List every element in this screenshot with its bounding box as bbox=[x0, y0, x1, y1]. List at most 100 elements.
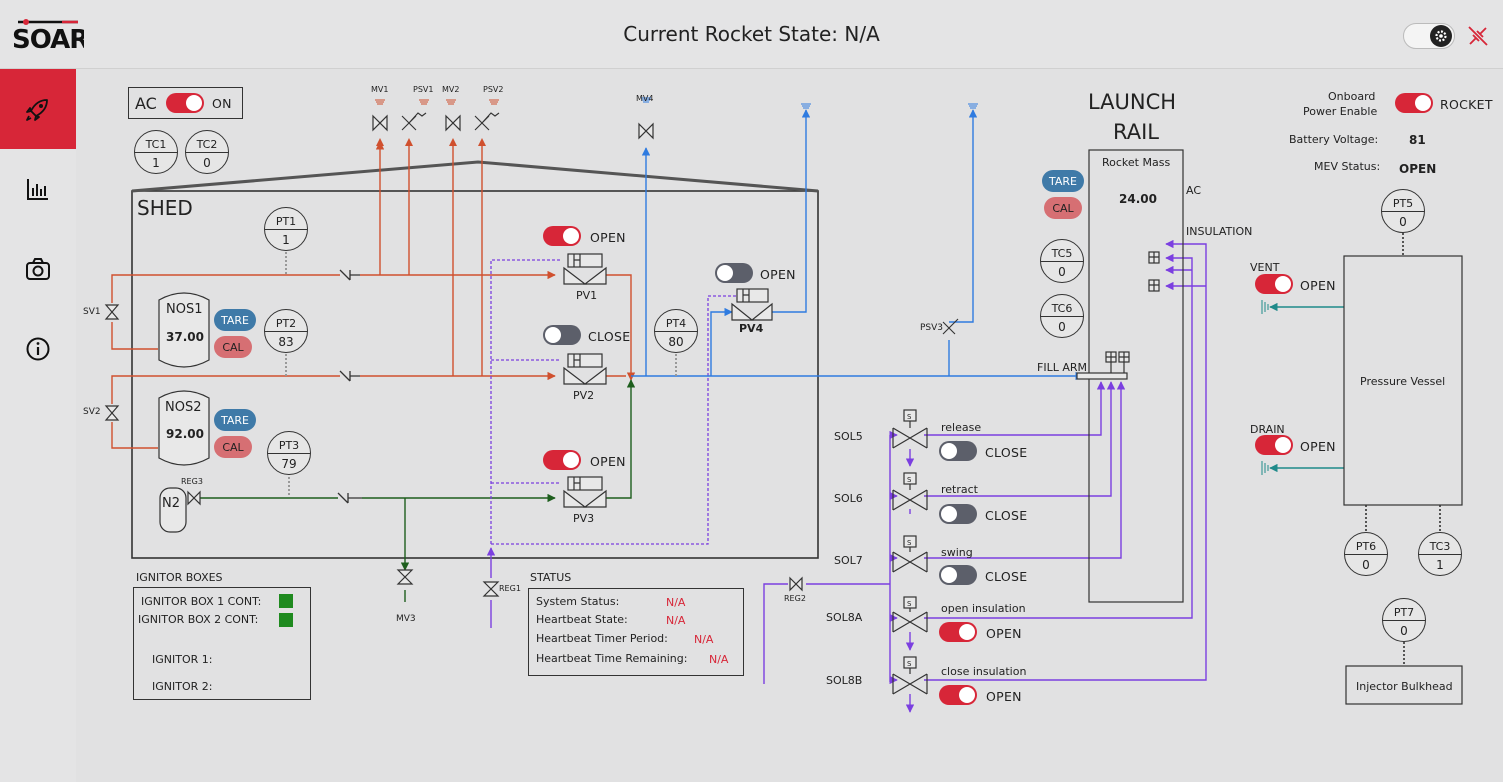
pv1-label: PV1 bbox=[576, 289, 598, 302]
sol8b-label: SOL8B bbox=[826, 674, 863, 687]
drain-toggle[interactable] bbox=[1255, 435, 1293, 455]
tank-nos2-value: 92.00 bbox=[166, 427, 204, 441]
vent-toggle[interactable] bbox=[1255, 274, 1293, 294]
status-time-remaining-value: N/A bbox=[709, 653, 729, 666]
rocket-cal-button[interactable]: CAL bbox=[1044, 197, 1082, 219]
battery-voltage-value: 81 bbox=[1409, 133, 1426, 147]
check-valves bbox=[337, 269, 362, 504]
ac-label: AC bbox=[135, 94, 157, 113]
rocket-mass-label: Rocket Mass bbox=[1102, 156, 1171, 169]
disconnect-icon[interactable] bbox=[1466, 24, 1490, 52]
sol8b-toggle[interactable] bbox=[939, 685, 977, 705]
tank-shapes bbox=[158, 292, 210, 533]
pv3-toggle[interactable] bbox=[543, 450, 581, 470]
nav-camera[interactable] bbox=[0, 229, 76, 309]
insulation-label: INSULATION bbox=[1186, 225, 1253, 238]
ignitor-title: IGNITOR BOXES bbox=[136, 571, 223, 584]
mv4-label: MV4 bbox=[636, 94, 654, 103]
teal-vent-symbols bbox=[1261, 300, 1269, 475]
sol6-toggle[interactable] bbox=[939, 504, 977, 524]
psv2-label: PSV2 bbox=[483, 85, 504, 94]
reg2-label: REG2 bbox=[784, 594, 806, 603]
status-heartbeat-value: N/A bbox=[666, 614, 686, 627]
ac-toggle[interactable] bbox=[166, 93, 204, 113]
info-icon bbox=[26, 337, 50, 361]
sol5-action: release bbox=[941, 421, 982, 434]
launch-rail-title-2: RAIL bbox=[1113, 120, 1159, 144]
sol7-toggle[interactable] bbox=[939, 565, 977, 585]
nos1-tare-button[interactable]: TARE bbox=[214, 309, 256, 331]
sol6-action: retract bbox=[941, 483, 978, 496]
rocket-mass-value: 24.00 bbox=[1119, 192, 1157, 206]
sol8b-action: close insulation bbox=[941, 665, 1027, 678]
sol8b-state: OPEN bbox=[986, 689, 1022, 704]
ignitor-panel bbox=[133, 587, 311, 700]
rocket-icon bbox=[26, 99, 48, 121]
status-title: STATUS bbox=[530, 571, 572, 584]
svg-text:S: S bbox=[907, 600, 912, 608]
blue-lines bbox=[631, 109, 1084, 381]
fill-arm-assembly bbox=[1076, 251, 1160, 380]
nos2-tare-button[interactable]: TARE bbox=[214, 409, 256, 431]
svg-text:S: S bbox=[907, 539, 912, 547]
vent-state: OPEN bbox=[1300, 278, 1336, 293]
pv4-label: PV4 bbox=[739, 322, 764, 335]
onboard-power-toggle[interactable] bbox=[1395, 93, 1433, 113]
pv1-toggle[interactable] bbox=[543, 226, 581, 246]
gear-icon bbox=[1430, 25, 1452, 47]
soar-logo: SOAR bbox=[12, 14, 90, 58]
nos1-cal-button[interactable]: CAL bbox=[214, 336, 252, 358]
n2-lines bbox=[200, 379, 636, 602]
ignitor-1-label: IGNITOR 1: bbox=[152, 653, 213, 666]
pneumatic-dotted-lines bbox=[490, 259, 738, 545]
reg3-label: REG3 bbox=[181, 477, 203, 486]
sol8a-action: open insulation bbox=[941, 602, 1026, 615]
tank-nos1-value: 37.00 bbox=[166, 330, 204, 344]
launch-rail-title-1: LAUNCH bbox=[1088, 90, 1177, 114]
pv4-state: OPEN bbox=[760, 267, 796, 282]
camera-icon bbox=[26, 258, 50, 280]
theme-toggle[interactable] bbox=[1403, 23, 1455, 49]
onboard-power-state: ROCKET bbox=[1440, 97, 1493, 112]
nav-rocket[interactable] bbox=[0, 69, 76, 149]
status-system-value: N/A bbox=[666, 596, 686, 609]
status-heartbeat-label: Heartbeat State: bbox=[536, 613, 628, 626]
psv1-label: PSV1 bbox=[413, 85, 434, 94]
pv-actuators bbox=[563, 253, 773, 508]
nos2-cal-button[interactable]: CAL bbox=[214, 436, 252, 458]
sol7-state: CLOSE bbox=[985, 569, 1028, 584]
chart-icon bbox=[27, 179, 48, 200]
manual-valves bbox=[104, 114, 803, 597]
mv3-label: MV3 bbox=[396, 614, 416, 624]
ignitor-box2-indicator bbox=[279, 613, 293, 627]
vent-label: VENT bbox=[1250, 261, 1280, 274]
status-time-remaining-label: Heartbeat Time Remaining: bbox=[536, 652, 688, 665]
pv4-toggle[interactable] bbox=[715, 263, 753, 283]
pv2-toggle[interactable] bbox=[543, 325, 581, 345]
svg-text:S: S bbox=[907, 660, 912, 668]
sol8a-toggle[interactable] bbox=[939, 622, 977, 642]
battery-voltage-label: Battery Voltage: bbox=[1289, 133, 1379, 146]
vent-symbols bbox=[641, 97, 978, 109]
pressure-vessel-label: Pressure Vessel bbox=[1360, 375, 1446, 388]
nav-charts[interactable] bbox=[0, 149, 76, 229]
reg1-label: REG1 bbox=[499, 584, 521, 593]
status-system-label: System Status: bbox=[536, 595, 620, 608]
relief-valves bbox=[401, 112, 959, 335]
rocket-tare-button[interactable]: TARE bbox=[1042, 170, 1084, 192]
sol5-toggle[interactable] bbox=[939, 441, 977, 461]
pressure-vessel-box bbox=[1343, 255, 1463, 506]
nav-info[interactable] bbox=[0, 309, 76, 389]
ignitor-box2-label: IGNITOR BOX 2 CONT: bbox=[138, 613, 259, 626]
